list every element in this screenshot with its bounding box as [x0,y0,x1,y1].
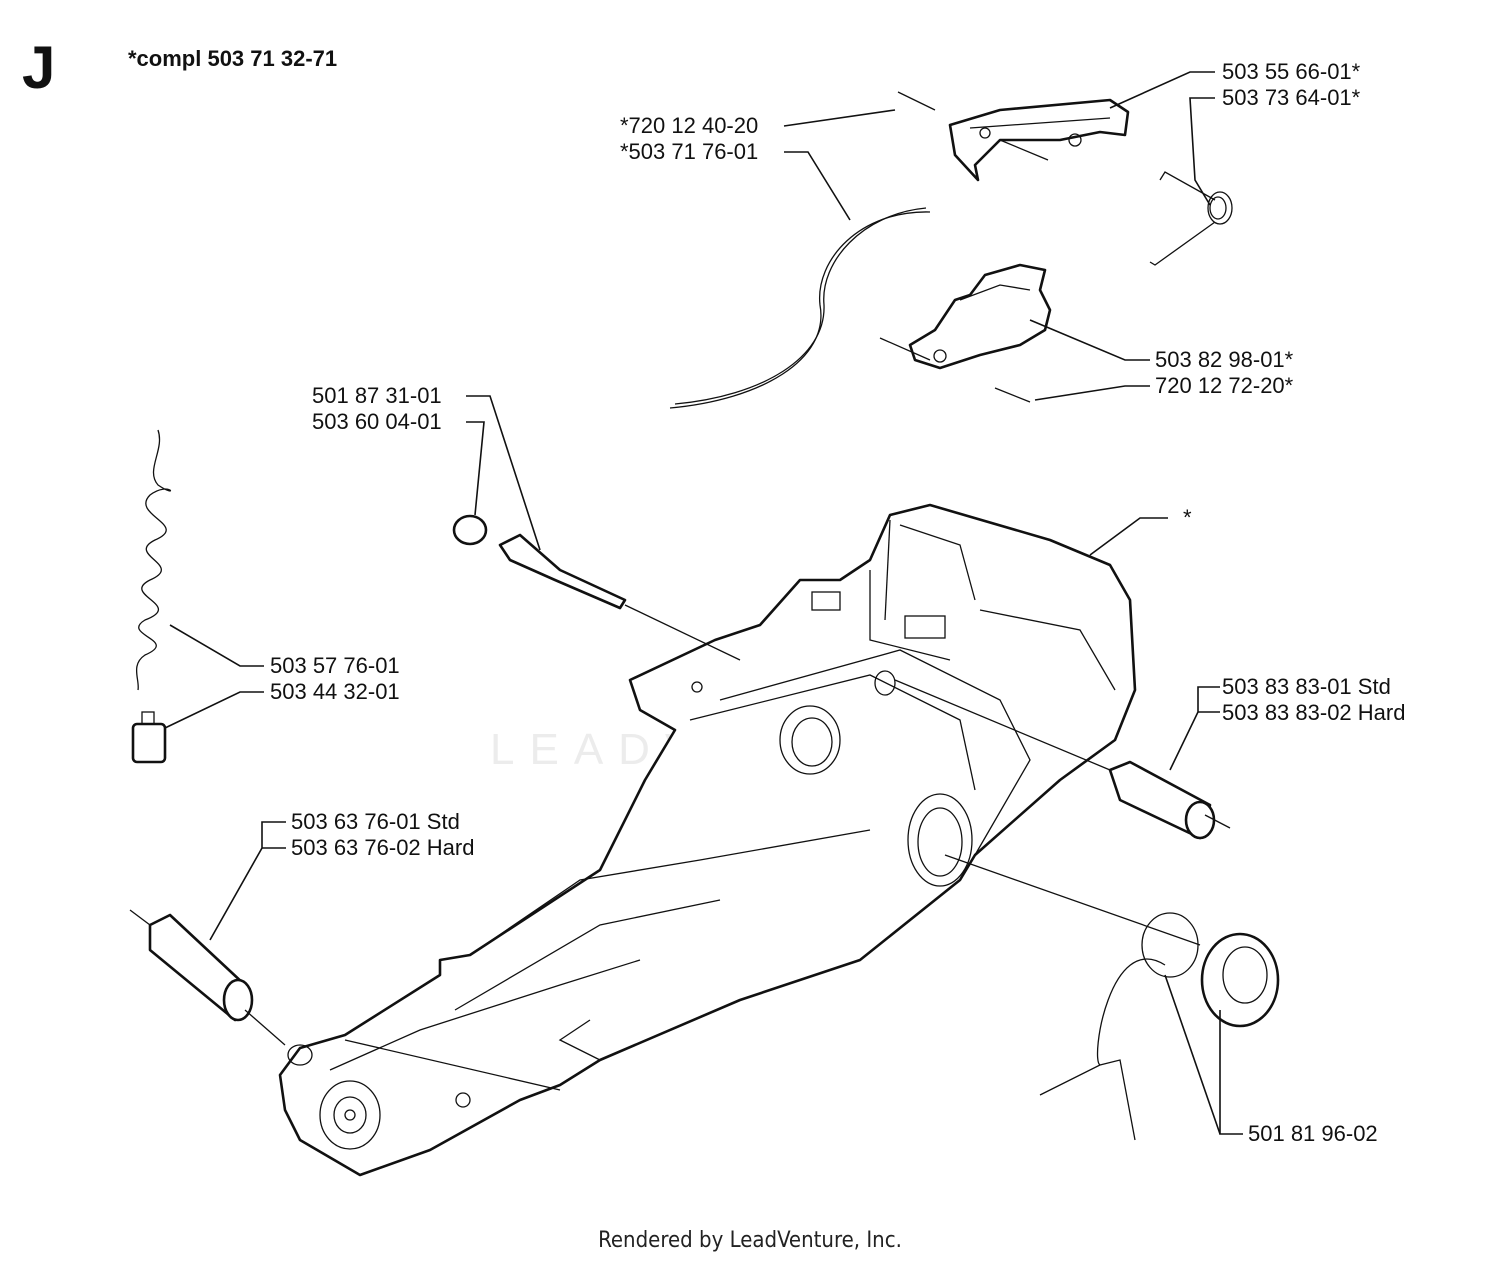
part-label: *503 71 76-01 [620,139,759,164]
part-label: 503 63 76-02 Hard [291,835,475,860]
part-label: 503 82 98-01* [1155,347,1294,372]
fuel-filter [131,711,167,764]
part-label: 503 57 76-01 [270,653,400,678]
part-label: 503 83 83-02 Hard [1222,700,1406,725]
footer-credit: Rendered by LeadVenture, Inc. [598,1228,902,1253]
complete-assembly-number: *compl 503 71 32-71 [128,46,338,71]
av-buffer-left [129,909,286,1046]
section-letter: J [22,34,56,101]
av-buffer-right [1108,760,1231,840]
part-label: *720 12 40-20 [620,113,759,138]
part-label: 503 60 04-01 [312,409,442,434]
part-label: 501 81 96-02 [1248,1121,1378,1146]
part-label: 720 12 72-20* [1155,373,1294,398]
part-label: 503 44 32-01 [270,679,400,704]
part-label: 503 63 76-01 Std [291,809,460,834]
fuel-cap [1039,912,1280,1141]
part-label: * [1183,505,1192,530]
part-label: 501 87 31-01 [312,383,442,408]
fuel-hose [135,429,171,691]
trigger-spring [1149,171,1233,266]
part-label: 503 55 66-01* [1222,59,1361,84]
throttle-trigger [897,91,1130,182]
oil-pump-pin [452,514,627,610]
stop-cable [669,207,931,409]
explode-lines [624,604,1201,946]
throttle-lockout [879,263,1052,403]
tank-housing [278,503,1137,1177]
part-label: 503 83 83-01 Std [1222,674,1391,699]
leader-lines [164,71,1243,1135]
part-label: 503 73 64-01* [1222,85,1361,110]
